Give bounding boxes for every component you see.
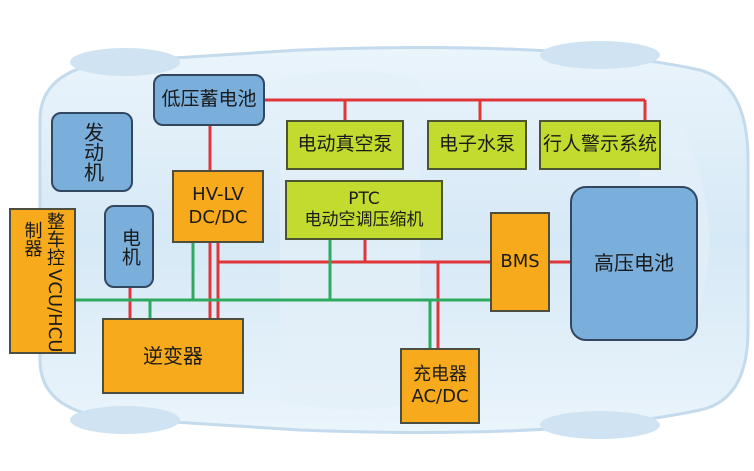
hvlv-dcdc-node: HV-LV DC/DC bbox=[172, 170, 264, 243]
bms-label: BMS bbox=[500, 250, 540, 272]
hv-battery-node: 高压电池 bbox=[570, 186, 698, 341]
vacuum-pump-label: 电动真空泵 bbox=[297, 133, 393, 156]
charger-label-2: AC/DC bbox=[411, 386, 469, 407]
motor-label: 电机 bbox=[118, 227, 141, 266]
vcu-label-2: VCU/HCU bbox=[44, 268, 65, 352]
wheel-front-top bbox=[70, 48, 180, 76]
hvlv-dcdc-label-1: HV-LV bbox=[192, 184, 244, 205]
inverter-node: 逆变器 bbox=[102, 318, 244, 394]
ptc-label-2: 电动空调压缩机 bbox=[304, 210, 424, 230]
wheel-front-bottom bbox=[70, 406, 180, 434]
hv-battery-label: 高压电池 bbox=[594, 251, 674, 275]
bms-node: BMS bbox=[490, 212, 550, 312]
charger-node: 充电器 AC/DC bbox=[400, 348, 480, 424]
hvlv-dcdc-label-2: DC/DC bbox=[188, 206, 248, 228]
comm-lines bbox=[76, 240, 490, 348]
ptc-label-1: PTC bbox=[348, 188, 380, 209]
low-voltage-battery-node: 低压蓄电池 bbox=[153, 74, 265, 126]
wheel-rear-bottom bbox=[540, 411, 660, 439]
water-pump-label: 电子水泵 bbox=[438, 133, 515, 156]
inverter-label: 逆变器 bbox=[143, 343, 203, 368]
vcu-node: 整车控制器 VCU/HCU bbox=[9, 208, 76, 354]
motor-node: 电机 bbox=[104, 205, 154, 288]
hv-lines bbox=[128, 98, 647, 348]
ptc-compressor-node: PTC 电动空调压缩机 bbox=[285, 180, 443, 240]
wheel-rear-top bbox=[540, 41, 660, 69]
charger-label-1: 充电器 bbox=[413, 363, 467, 385]
water-pump-node: 电子水泵 bbox=[427, 120, 527, 170]
pedestrian-warning-label: 行人警示系统 bbox=[542, 133, 657, 156]
pedestrian-warning-node: 行人警示系统 bbox=[539, 120, 661, 170]
low-voltage-battery-label: 低压蓄电池 bbox=[161, 88, 257, 111]
engine-label: 发动机 bbox=[80, 122, 105, 182]
vacuum-pump-node: 电动真空泵 bbox=[286, 120, 404, 170]
engine-node: 发动机 bbox=[51, 112, 133, 192]
vcu-label-1: 整车控制器 bbox=[21, 212, 66, 267]
